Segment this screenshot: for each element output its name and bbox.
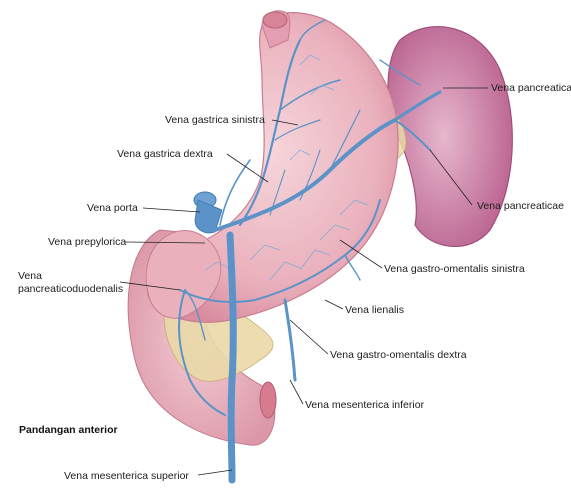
label-vena-gastro-omentalis-dextra: Vena gastro-omentalis dextra <box>330 349 467 361</box>
label-vena-porta: Vena porta <box>87 202 138 214</box>
label-vena-pancreaticoduodenalis-2: pancreaticoduodenalis <box>18 283 123 295</box>
esophagus-opening <box>263 12 287 28</box>
label-vena-mesenterica-superior: Vena mesenterica superior <box>64 470 189 482</box>
label-vena-mesenterica-inferior: Vena mesenterica inferior <box>305 399 424 411</box>
spleen <box>388 27 512 247</box>
label-vena-pancreaticoduodenalis-1: Vena <box>18 270 42 282</box>
view-caption: Pandangan anterior <box>19 424 118 436</box>
label-vena-pancreaticae-top: Vena pancreaticae <box>491 82 571 94</box>
label-vena-gastrica-sinistra: Vena gastrica sinistra <box>165 114 265 126</box>
label-vena-gastro-omentalis-sinistra: Vena gastro-omentalis sinistra <box>384 263 525 275</box>
label-vena-pancreaticae-right: Vena pancreaticae <box>477 200 564 212</box>
label-vena-prepylorica: Vena prepylorica <box>48 236 126 248</box>
jejunum-end <box>260 382 276 418</box>
label-vena-gastrica-dextra: Vena gastrica dextra <box>117 148 213 160</box>
label-vena-lienalis: Vena lienalis <box>345 304 404 316</box>
